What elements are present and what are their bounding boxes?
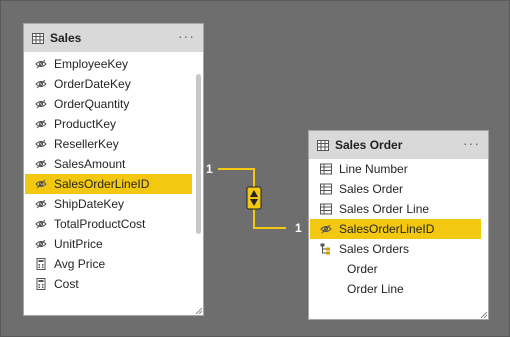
field-row[interactable]: Order Line [310,279,481,299]
table-column-icon [320,163,332,175]
field-row[interactable]: SalesOrderLineID [25,174,192,194]
table-column-icon [320,183,332,195]
field-row[interactable]: Avg Price [25,254,192,274]
table-icon [317,139,329,151]
field-label: Sales Orders [339,242,410,256]
to-cardinality: 1 [295,221,302,235]
hidden-eye-icon [35,178,47,190]
hidden-eye-icon [35,238,47,250]
hidden-eye-icon [35,218,47,230]
field-label: UnitPrice [54,237,103,251]
hidden-eye-icon [35,198,47,210]
field-label: OrderQuantity [54,97,130,111]
table-icon [32,32,44,44]
hidden-eye-icon [35,98,47,110]
field-row[interactable]: Line Number [310,159,481,179]
field-label: Avg Price [54,257,106,271]
hidden-eye-icon [35,58,47,70]
hidden-eye-icon [35,78,47,90]
calculator-icon [35,278,47,290]
field-label: Sales Order Line [339,202,430,216]
field-label: OrderDateKey [54,77,131,91]
field-row[interactable]: EmployeeKey [25,54,192,74]
sales-order-card-title: Sales Order [335,138,403,152]
hidden-eye-icon [35,118,47,130]
sales-card-header[interactable]: Sales ··· [24,24,203,52]
more-options-icon[interactable]: ··· [178,28,195,44]
field-label: Line Number [339,162,408,176]
hidden-eye-icon [35,158,47,170]
field-label: Order Line [347,282,404,296]
calculator-icon [35,258,47,270]
from-cardinality: 1 [206,162,213,176]
field-label: TotalProductCost [54,217,146,231]
field-row[interactable]: UnitPrice [25,234,192,254]
hierarchy-icon [320,243,332,255]
field-row[interactable]: Order [310,259,481,279]
field-label: SalesOrderLineID [54,177,150,191]
hidden-eye-icon [35,138,47,150]
field-row[interactable]: TotalProductCost [25,214,192,234]
hidden-eye-icon [320,223,332,235]
field-label: Sales Order [339,182,404,196]
field-row[interactable]: Cost [25,274,192,294]
resize-grip-icon[interactable] [481,312,487,318]
field-label: SalesAmount [54,157,126,171]
resize-grip-icon[interactable] [196,308,202,314]
more-options-icon[interactable]: ··· [463,135,480,151]
field-label: ResellerKey [54,137,119,151]
field-row[interactable]: OrderDateKey [25,74,192,94]
table-column-icon [320,203,332,215]
field-label: ProductKey [54,117,117,131]
field-row[interactable]: Sales Orders [310,239,481,259]
field-label: SalesOrderLineID [339,222,435,236]
field-row[interactable]: Sales Order Line [310,199,481,219]
field-row[interactable]: SalesAmount [25,154,192,174]
sales-scrollbar[interactable] [196,74,201,234]
field-label: Cost [54,277,79,291]
field-row[interactable]: Sales Order [310,179,481,199]
sales-order-card-header[interactable]: Sales Order ··· [309,131,488,159]
field-row[interactable]: SalesOrderLineID [310,219,481,239]
field-row[interactable]: ResellerKey [25,134,192,154]
field-row[interactable]: OrderQuantity [25,94,192,114]
field-label: ShipDateKey [54,197,125,211]
field-row[interactable]: ShipDateKey [25,194,192,214]
sales-card-title: Sales [50,31,82,45]
field-label: EmployeeKey [54,57,129,71]
field-row[interactable]: ProductKey [25,114,192,134]
field-label: Order [347,262,378,276]
